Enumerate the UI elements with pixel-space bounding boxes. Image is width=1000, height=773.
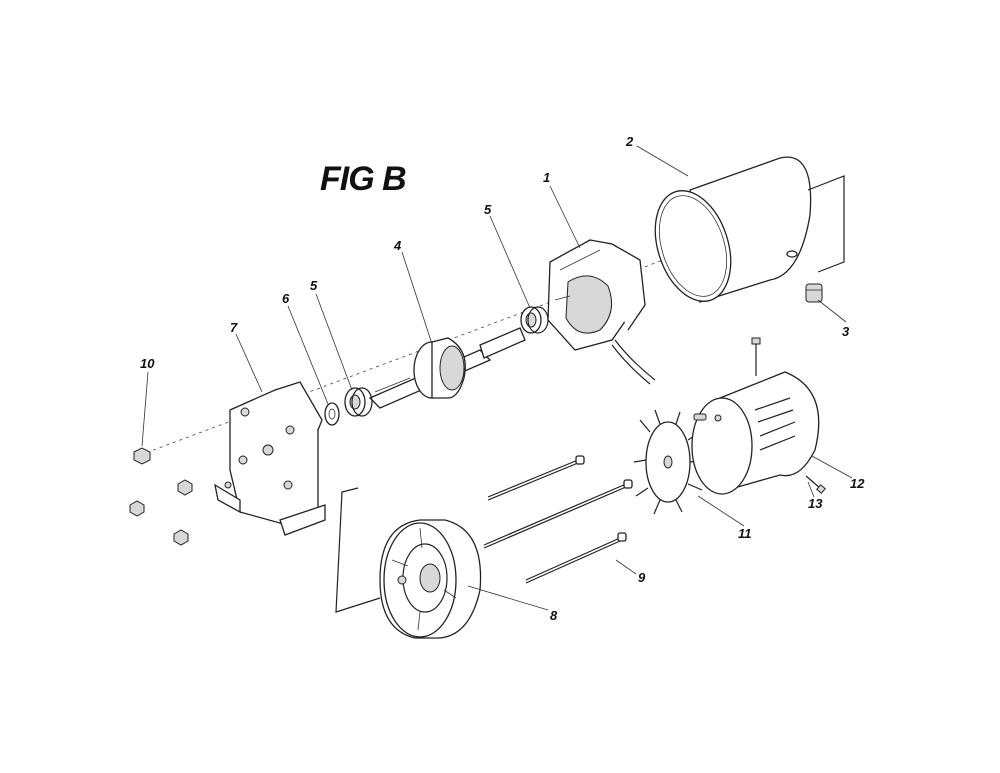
part-10-nuts	[129, 447, 193, 546]
callout-9: 9	[638, 570, 646, 585]
callout-4: 4	[393, 238, 402, 253]
part-5-bearing-front	[344, 387, 373, 417]
part-9-through-bolts	[483, 455, 633, 584]
callout-13: 13	[808, 496, 823, 511]
part-12-fan-cover	[691, 337, 820, 495]
part-2-motor-housing	[654, 156, 845, 303]
part-6-washer	[324, 402, 340, 426]
callout-10: 10	[140, 356, 155, 371]
part-7-mounting-bracket	[214, 381, 326, 536]
part-3-housing-plug	[805, 283, 823, 303]
leader-lines	[141, 145, 853, 611]
callout-5-front: 5	[310, 278, 318, 293]
callout-6: 6	[282, 291, 290, 306]
callout-8: 8	[550, 608, 558, 623]
callout-1: 1	[543, 170, 550, 185]
part-8-end-bell	[335, 487, 482, 639]
callout-3: 3	[842, 324, 850, 339]
callout-12: 12	[850, 476, 865, 491]
part-5-bearing-rear	[520, 306, 549, 334]
callout-5-rear: 5	[484, 202, 492, 217]
part-1-stator	[547, 239, 656, 385]
callout-11: 11	[738, 526, 752, 541]
callout-7: 7	[230, 320, 238, 335]
callout-2: 2	[625, 134, 634, 149]
figure-title: FIG B	[320, 160, 406, 198]
part-13-cover-screw	[805, 475, 826, 494]
part-4-rotor-shaft	[368, 327, 526, 409]
